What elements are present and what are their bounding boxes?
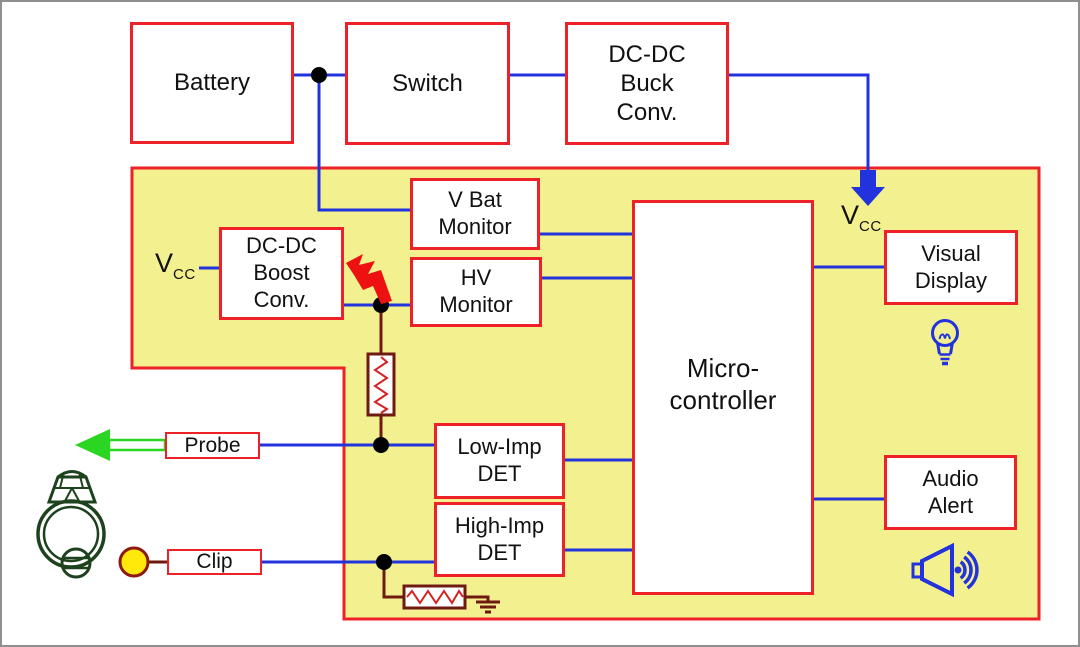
vcc-right-main: V: [841, 200, 860, 230]
node-vbat-monitor: V Bat Monitor: [410, 178, 540, 250]
node-hv-monitor: HV Monitor: [410, 257, 542, 327]
down-arrow-icon: [851, 170, 885, 206]
node-dcdc-boost-conv: DC-DC Boost Conv.: [219, 227, 344, 320]
node-battery: Battery: [130, 22, 294, 144]
vcc-label-left: VCC: [155, 248, 196, 283]
left-arrow-icon: [75, 429, 167, 461]
vcc-label-right: VCC: [841, 200, 882, 235]
node-high-imp-det: High-Imp DET: [434, 502, 565, 577]
clip-contact-icon: [118, 546, 150, 578]
node-dcdc-buck-conv: DC-DC Buck Conv.: [565, 22, 729, 145]
lightning-icon: [346, 254, 392, 304]
node-low-imp-det: Low-Imp DET: [434, 423, 565, 499]
resistor-symbol-horizontal: [402, 584, 467, 610]
vcc-left-sub: CC: [173, 266, 196, 283]
node-switch: Switch: [345, 22, 510, 145]
node-clip: Clip: [167, 549, 262, 575]
node-probe: Probe: [165, 432, 260, 459]
node-microcontroller: Micro- controller: [632, 200, 814, 595]
speaker-icon: [911, 542, 979, 598]
wires-blue: [199, 73, 884, 564]
vcc-left-main: V: [155, 248, 174, 278]
vcc-right-sub: CC: [859, 218, 882, 235]
ground-symbol: [476, 600, 500, 614]
node-visual-display: Visual Display: [884, 230, 1018, 305]
ring-icon: [36, 470, 106, 579]
resistor-symbol-vertical: [366, 352, 396, 417]
bulb-icon: [931, 319, 959, 366]
wires-maroon: [148, 305, 490, 602]
node-audio-alert: Audio Alert: [884, 455, 1017, 530]
